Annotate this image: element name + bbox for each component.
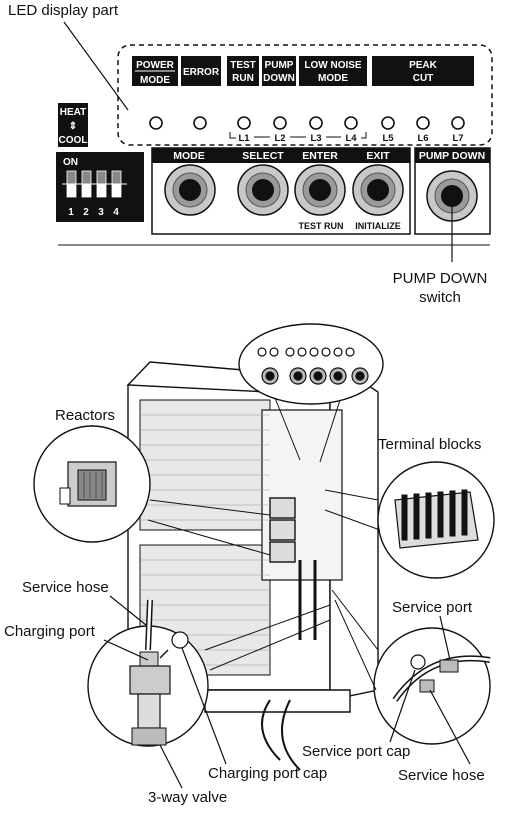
service-hose-right-leader — [429, 689, 471, 765]
led-label-test-run: TEST RUN — [227, 56, 259, 86]
three-way-valve-leader — [159, 744, 183, 789]
select-button-label: SELECT — [242, 150, 284, 162]
led-l4 — [344, 116, 358, 130]
pump-down-switch-label: PUMP DOWN — [393, 270, 488, 287]
led-l1 — [237, 116, 251, 130]
reactors-zoom — [33, 425, 271, 556]
control-board-zoom — [238, 323, 384, 463]
heat-cool-arrow-icon: ⇕ — [69, 121, 77, 132]
service-port-cap-leader — [389, 669, 416, 743]
svg-text:TEST: TEST — [230, 60, 256, 71]
outdoor-unit — [126, 361, 379, 771]
led-number-l3: L3 — [310, 133, 321, 144]
led-power-mode — [149, 116, 163, 130]
charging-port-cap-label: Charging port cap — [208, 765, 327, 782]
svg-text:LOW NOISE: LOW NOISE — [304, 60, 362, 71]
charging-port-leader — [103, 639, 149, 661]
service-port-label: Service port — [392, 599, 473, 616]
led-number-l5: L5 — [382, 133, 394, 144]
led-label-low-noise-mode: LOW NOISE MODE — [299, 56, 367, 86]
led-number-l1: L1 — [238, 133, 250, 144]
charging-port-cap-icon — [171, 631, 189, 649]
initialize-label: INITIALIZE — [355, 221, 401, 231]
svg-text:PEAK: PEAK — [409, 60, 438, 71]
led-number-l2: L2 — [274, 133, 285, 144]
exit-button[interactable] — [352, 164, 404, 216]
service-hose-left-label: Service hose — [22, 579, 109, 596]
service-port-zoom — [331, 589, 491, 745]
svg-text:PUMP: PUMP — [265, 60, 294, 71]
svg-text:COOL: COOL — [59, 135, 88, 146]
led-l2 — [273, 116, 287, 130]
led-l3 — [309, 116, 323, 130]
select-button[interactable] — [237, 164, 289, 216]
dip-switch-toggles[interactable] — [62, 170, 127, 198]
svg-text:MODE: MODE — [318, 73, 348, 84]
dip-number-4: 4 — [113, 207, 119, 218]
enter-button[interactable] — [294, 164, 346, 216]
led-l6 — [416, 116, 430, 130]
service-hose-left-leader — [109, 595, 147, 626]
exit-button-label: EXIT — [366, 150, 390, 162]
three-way-valve-label: 3-way valve — [148, 789, 227, 806]
led-l7 — [451, 116, 465, 130]
led-label-power-mode: POWER MODE — [132, 56, 178, 86]
three-way-valve-zoom — [87, 599, 331, 747]
enter-button-label: ENTER — [302, 150, 338, 162]
charging-port-label: Charging port — [4, 623, 96, 640]
led-row — [149, 116, 465, 130]
led-label-error: ERROR — [181, 56, 221, 86]
led-label-power: POWER — [136, 60, 175, 71]
terminal-blocks-zoom — [324, 461, 495, 579]
mode-button[interactable] — [164, 164, 216, 216]
pump-down-switch-label-line2: switch — [419, 289, 461, 306]
led-label-pump-down: PUMP DOWN — [262, 56, 296, 86]
led-label-peak-cut: PEAK CUT — [372, 56, 474, 86]
led-l5 — [381, 116, 395, 130]
svg-text:RUN: RUN — [232, 73, 254, 84]
dip-switch[interactable]: ON 1 2 3 4 — [56, 152, 144, 222]
dip-number-1: 1 — [68, 207, 74, 218]
led-display-part-label: LED display part — [8, 2, 119, 19]
svg-text:DOWN: DOWN — [263, 73, 295, 84]
svg-text:CUT: CUT — [413, 73, 434, 84]
service-hose-right-label: Service hose — [398, 767, 485, 784]
pump-down-button-label: PUMP DOWN — [419, 150, 485, 162]
dip-number-3: 3 — [98, 207, 104, 218]
led-number-l4: L4 — [345, 133, 357, 144]
led-display-leader — [63, 21, 129, 111]
led-number-l6: L6 — [417, 133, 428, 144]
dip-number-2: 2 — [83, 207, 89, 218]
svg-text:HEAT: HEAT — [60, 107, 86, 118]
test-run-label: TEST RUN — [299, 221, 344, 231]
heat-cool-label: HEAT ⇕ COOL — [58, 103, 88, 147]
led-display-boundary — [117, 44, 493, 146]
service-port-cap-label: Service port cap — [302, 743, 410, 760]
led-number-row: L1 L2 L3 L4 L5 L6 L7 — [229, 132, 464, 144]
charging-port-cap-leader — [181, 647, 227, 765]
terminal-blocks-label: Terminal blocks — [378, 436, 481, 453]
dip-switch-on-label: ON — [63, 157, 78, 168]
led-label-mode: MODE — [140, 75, 170, 86]
service-port-cap-icon — [410, 654, 426, 670]
led-error — [193, 116, 207, 130]
mode-button-label: MODE — [173, 150, 205, 162]
service-port-leader — [439, 615, 451, 661]
svg-text:ERROR: ERROR — [183, 67, 220, 78]
led-number-l7: L7 — [452, 133, 463, 144]
reactors-label: Reactors — [55, 407, 115, 424]
